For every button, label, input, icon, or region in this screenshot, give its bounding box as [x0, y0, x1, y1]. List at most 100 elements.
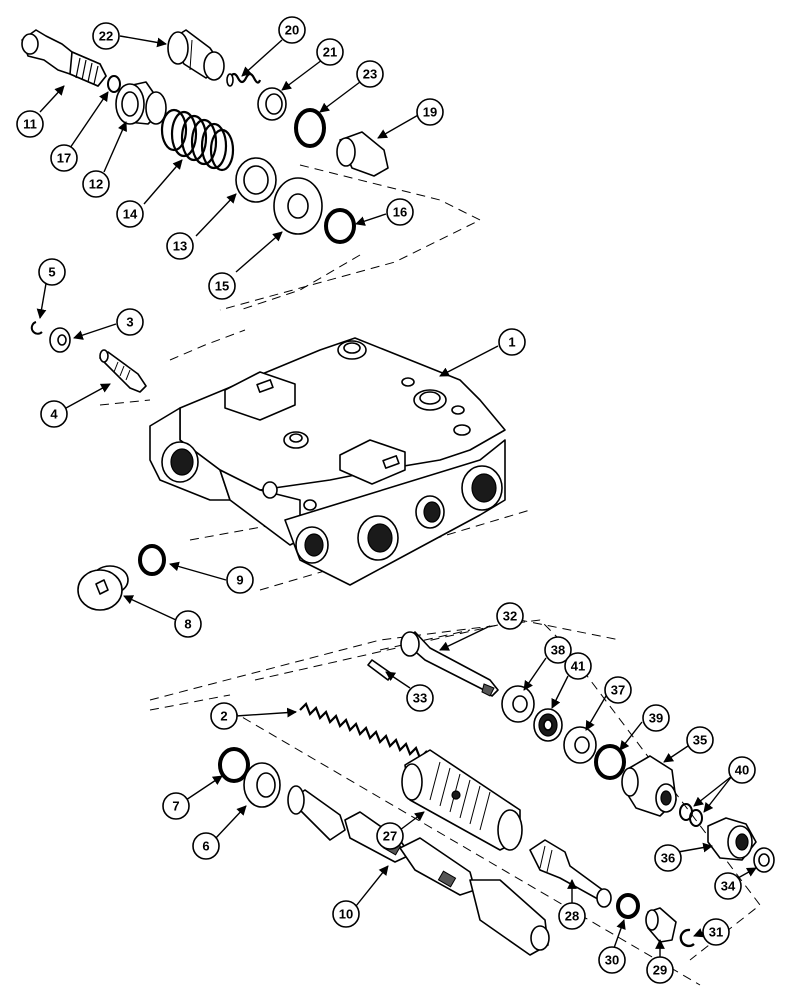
part-29-cap [645, 907, 677, 943]
callout-label: 19 [423, 105, 437, 120]
part-22-plug [167, 29, 225, 81]
callout-label: 17 [57, 151, 71, 166]
part-41-bearing [533, 708, 563, 742]
callout-13: 13 [166, 232, 194, 260]
callout-label: 2 [220, 709, 227, 724]
part-39-o-ring [594, 744, 626, 780]
callout-27: 27 [376, 822, 404, 850]
part-17-o-ring [107, 75, 121, 93]
callout-label: 11 [23, 117, 37, 132]
part-5-clip [30, 321, 43, 335]
callout-label: 5 [48, 265, 55, 280]
callout-label: 27 [383, 829, 397, 844]
callout-label: 20 [285, 23, 299, 38]
callout-label: 4 [50, 407, 58, 422]
part-12-bushing [115, 81, 167, 125]
part-34-washer [753, 847, 775, 873]
callout-3: 3 [116, 308, 144, 336]
part-20-small-spring [226, 72, 262, 87]
callout-28: 28 [558, 902, 586, 930]
callout-38: 38 [544, 636, 572, 664]
part-19-piston [336, 131, 389, 177]
part-21-washer [257, 87, 287, 121]
callout-label: 35 [693, 733, 707, 748]
callouts: 1 2 3 4 5 6 7 8 9 10 11 12 13 14 15 16 1… [16, 16, 756, 984]
callout-35: 35 [686, 726, 714, 754]
callout-5: 5 [38, 258, 66, 286]
callout-10: 10 [332, 900, 360, 928]
callout-16: 16 [386, 198, 414, 226]
part-8-plug [77, 565, 129, 611]
part-7-o-ring [218, 747, 250, 783]
part-28-stem [529, 839, 612, 908]
leader-lines [36, 35, 757, 958]
callout-label: 32 [503, 609, 517, 624]
part-31-circlip [679, 928, 695, 948]
part-14-spring [160, 108, 235, 172]
assembly-guide-lines [99, 164, 761, 986]
callout-label: 21 [323, 45, 337, 60]
callout-15: 15 [208, 272, 236, 300]
callout-7: 7 [162, 792, 190, 820]
callout-label: 41 [571, 659, 585, 674]
callout-label: 31 [709, 925, 723, 940]
callout-4: 4 [40, 400, 68, 428]
part-30-o-ring [616, 893, 640, 919]
callout-label: 8 [184, 617, 191, 632]
callout-label: 23 [363, 67, 377, 82]
callout-label: 13 [173, 239, 187, 254]
part-13-washer [235, 157, 277, 203]
callout-label: 14 [123, 207, 138, 222]
callout-label: 33 [413, 691, 427, 706]
callout-19: 19 [416, 98, 444, 126]
callout-label: 12 [89, 177, 103, 192]
callout-label: 28 [565, 909, 579, 924]
callout-32: 32 [496, 602, 524, 630]
callout-2: 2 [210, 702, 238, 730]
callout-label: 22 [99, 29, 113, 44]
part-4-screw [99, 349, 147, 393]
callout-31: 31 [702, 918, 730, 946]
part-36-adapter [707, 817, 757, 861]
part-3-nut [49, 327, 71, 353]
callout-22: 22 [92, 22, 120, 50]
callout-20: 20 [278, 16, 306, 44]
callout-39: 39 [642, 704, 670, 732]
callout-label: 15 [215, 279, 229, 294]
callout-9: 9 [226, 566, 254, 594]
callout-label: 37 [611, 683, 625, 698]
part-6-washer [243, 762, 281, 808]
callout-label: 3 [126, 315, 133, 330]
part-35-fitting [621, 755, 677, 817]
callout-6: 6 [192, 832, 220, 860]
part-23-o-ring [294, 108, 326, 148]
callout-label: 6 [202, 839, 209, 854]
callout-label: 16 [393, 205, 407, 220]
callout-label: 1 [508, 335, 515, 350]
callout-14: 14 [116, 200, 144, 228]
callout-30: 30 [598, 946, 626, 974]
part-11-stem [21, 29, 107, 87]
part-32-bolt [400, 631, 499, 697]
callout-36: 36 [654, 844, 682, 872]
callout-label: 36 [661, 851, 675, 866]
callout-17: 17 [50, 144, 78, 172]
callout-label: 7 [172, 799, 179, 814]
callout-label: 9 [236, 573, 243, 588]
part-38-washer [501, 685, 535, 723]
callout-8: 8 [174, 610, 202, 638]
callout-label: 40 [735, 763, 749, 778]
callout-41: 41 [564, 652, 592, 680]
part-9-o-ring [138, 544, 166, 576]
part-10-spool [287, 785, 550, 956]
part-2-spring [299, 702, 432, 763]
part-16-o-ring [324, 208, 356, 244]
part-27-spool-sleeve [401, 749, 523, 851]
callout-23: 23 [356, 60, 384, 88]
callout-34: 34 [714, 872, 742, 900]
part-37-washer [563, 726, 597, 764]
part-33-pin [367, 659, 393, 681]
callout-37: 37 [604, 676, 632, 704]
callout-label: 34 [721, 879, 736, 894]
